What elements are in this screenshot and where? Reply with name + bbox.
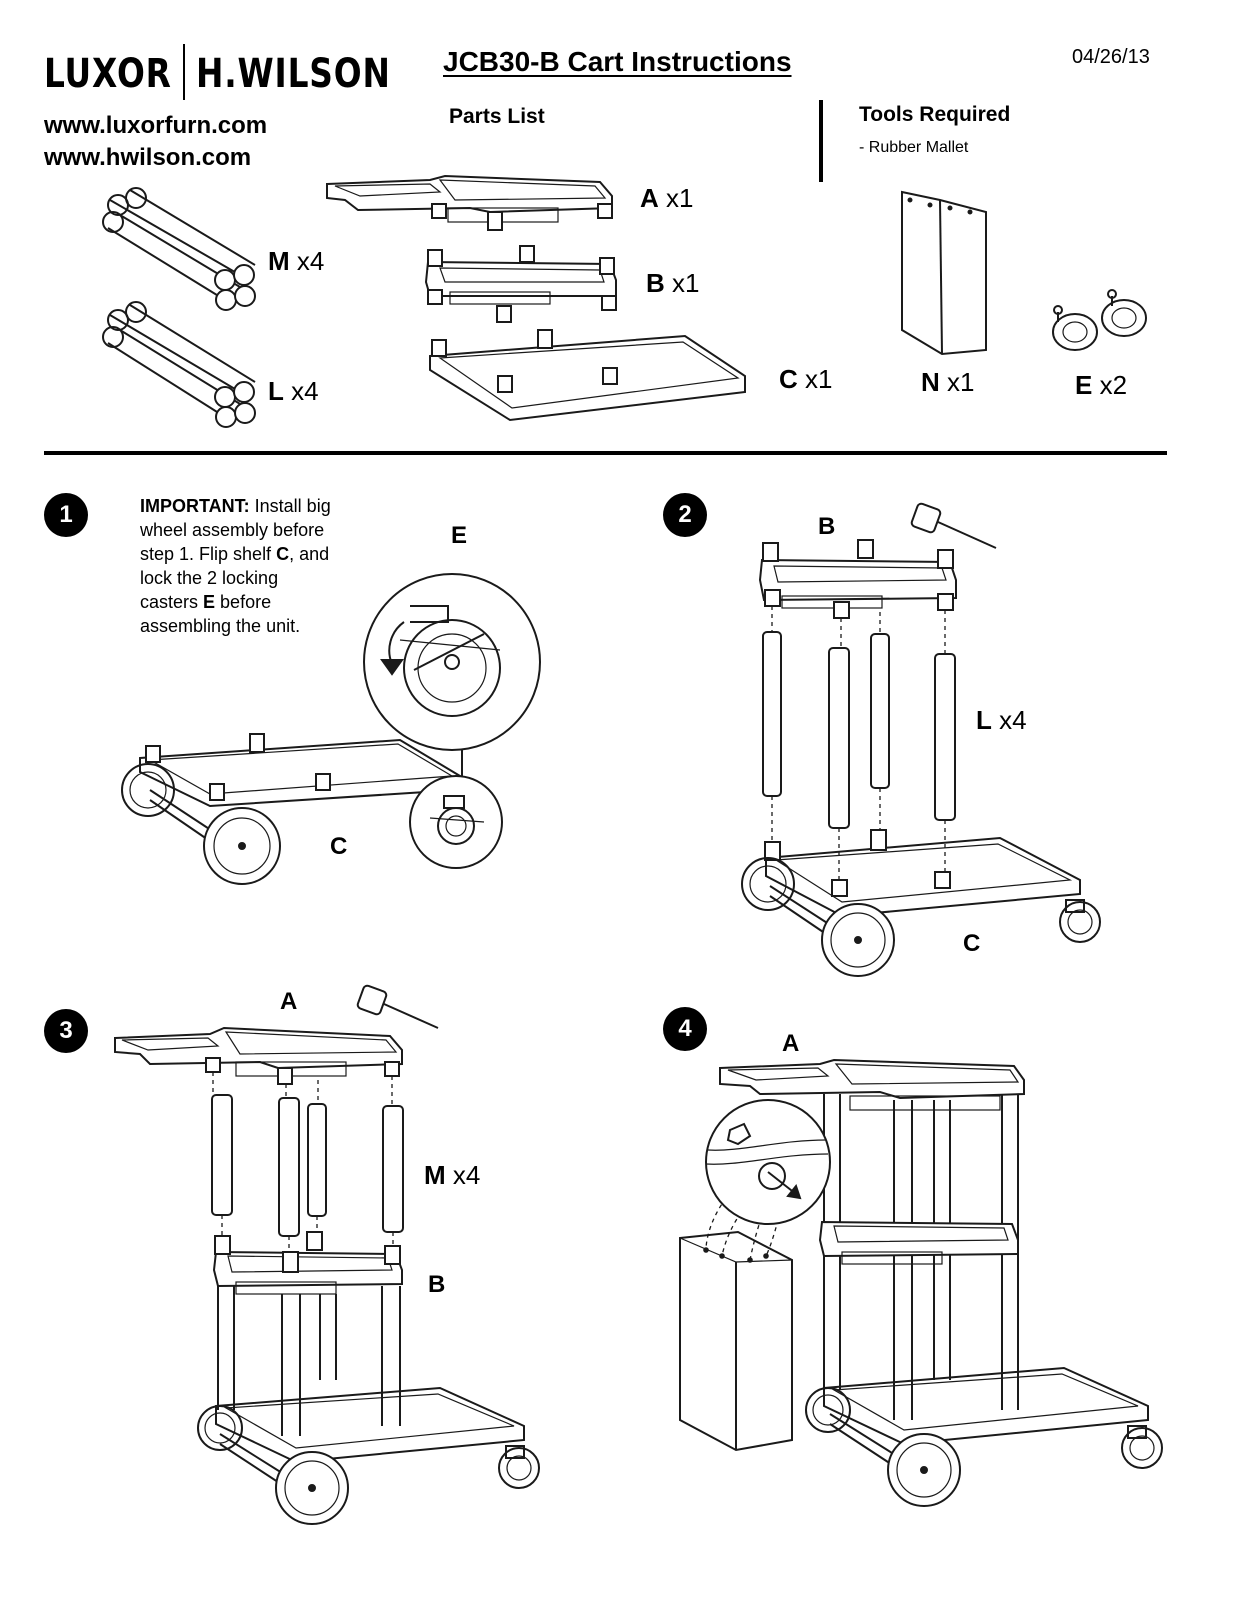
website-hwilson: www.hwilson.com <box>44 144 252 171</box>
step-4-illustration <box>679 1058 1163 1507</box>
step-3-label-b: B <box>428 1271 446 1298</box>
brand-luxor: LUXOR <box>44 51 172 97</box>
part-e-casters <box>1052 289 1147 351</box>
step-2-illustration <box>741 502 1101 977</box>
step-2-badge: 2 <box>663 493 707 537</box>
step-4-label-a: A <box>782 1030 800 1057</box>
part-label-c: C x1 <box>779 364 833 394</box>
website-luxor: www.luxorfurn.com <box>44 112 268 139</box>
step-1-label-c: C <box>330 833 348 860</box>
step-1-note: IMPORTANT: Install big wheel assembly be… <box>140 496 331 636</box>
step-2-label-l: L x4 <box>976 705 1027 735</box>
part-n-bag <box>901 190 987 356</box>
part-label-a: A x1 <box>640 183 694 213</box>
step-1-label-e: E <box>451 522 468 549</box>
mallet-icon <box>910 502 997 549</box>
step-4-badge: 4 <box>663 1007 707 1051</box>
tools-divider <box>819 100 823 182</box>
step-3-illustration <box>114 984 540 1525</box>
tool-rubber-mallet: - Rubber Mallet <box>859 139 969 156</box>
part-c-bottom-shelf <box>429 329 746 422</box>
document-date: 04/26/13 <box>1072 46 1150 68</box>
section-rule <box>44 451 1167 455</box>
step-2-label-c: C <box>963 930 981 957</box>
logo-divider <box>183 44 185 100</box>
part-label-b: B x1 <box>646 268 700 298</box>
part-l-poles <box>102 301 256 428</box>
parts-list-heading: Parts List <box>449 105 545 128</box>
step-2-label-b: B <box>818 513 836 540</box>
part-label-e: E x2 <box>1075 370 1128 400</box>
mallet-icon <box>356 984 439 1029</box>
step-3-label-a: A <box>280 988 298 1015</box>
part-a-top-shelf <box>326 174 613 231</box>
part-label-l: L x4 <box>268 376 319 406</box>
tools-heading: Tools Required <box>859 103 1011 126</box>
part-label-m: M x4 <box>268 246 325 276</box>
part-m-poles <box>102 187 256 311</box>
step-1-badge: 1 <box>44 493 88 537</box>
step-3-label-m: M x4 <box>424 1160 481 1190</box>
part-b-middle-shelf <box>424 245 617 323</box>
step-1-illustration <box>121 573 541 885</box>
brand-hwilson: H.WILSON <box>196 51 391 97</box>
part-label-n: N x1 <box>921 367 975 397</box>
page-title: JCB30-B Cart Instructions <box>443 46 792 77</box>
step-3-badge: 3 <box>44 1009 88 1053</box>
